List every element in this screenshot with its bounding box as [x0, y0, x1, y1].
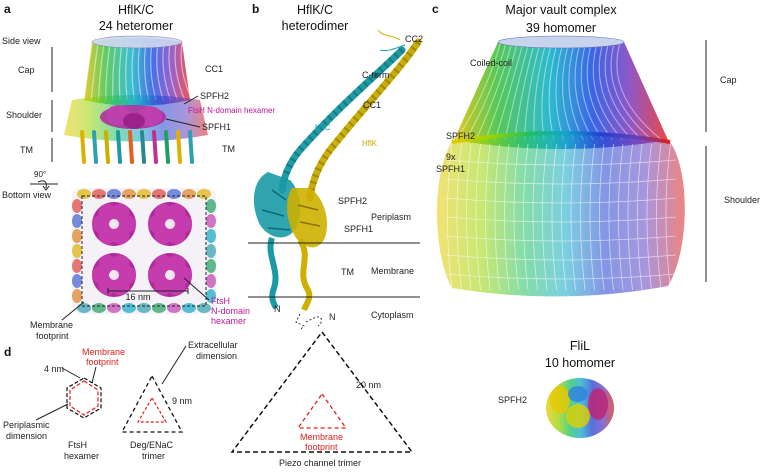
- rotation-label: 90°: [34, 170, 46, 179]
- membrane-label: Membrane: [371, 266, 414, 276]
- piezo-triangle-black: [230, 330, 414, 453]
- panel-d-letter: d: [4, 345, 11, 359]
- cytoplasm-label: Cytoplasm: [371, 310, 414, 320]
- spfh1-pointer-a: [165, 118, 201, 128]
- footprint-pointer-a: [61, 301, 85, 321]
- vault-shoulder-label: Shoulder: [724, 195, 760, 205]
- deg-size-label: 9 nm: [172, 396, 192, 406]
- bottom-view-label: Bottom view: [2, 190, 52, 200]
- shoulder-label: Shoulder: [6, 110, 42, 120]
- panel-c-letter: c: [432, 2, 439, 16]
- panel-d: d 4 nm Membrane footprint Periplasmic di…: [3, 330, 414, 468]
- ftsh-pointer-a: [183, 277, 210, 301]
- vault-cap-label: Cap: [720, 75, 737, 85]
- vault-spfh1-label-2: SPFH1: [436, 164, 465, 174]
- flil-structure: [546, 378, 614, 438]
- vault-spfh1-label-1: 9x: [446, 152, 456, 162]
- panel-b-title-1: HflK/C: [297, 3, 333, 17]
- piezo-membrane-label-1: Membrane: [300, 432, 343, 442]
- scale-label-a: 16 nm: [125, 292, 150, 302]
- panel-b-title-2: heterodimer: [282, 19, 349, 33]
- ftsh-hexamer-label-a: FtsH N-domain hexamer: [188, 106, 275, 115]
- deg-label-1: Deg/ENaC: [130, 440, 174, 450]
- ftsh-label-a-2: N-domain: [211, 306, 250, 316]
- hflkc-bottom-view: [72, 188, 216, 314]
- hflc-label: HflC: [315, 123, 331, 132]
- ftsh-label-a-1: FtsH: [211, 296, 230, 306]
- footprint-label-a-1: Membrane: [30, 320, 73, 330]
- ftsh-label-a-3: hexamer: [211, 316, 246, 326]
- cc1-label-a: CC1: [205, 64, 223, 74]
- hflkc-side-view: [64, 35, 208, 164]
- cc1-label-b: CC1: [363, 100, 381, 110]
- side-view-label: Side view: [2, 36, 41, 46]
- tm-label-b: TM: [341, 267, 354, 277]
- deg-triangle-red: [136, 396, 168, 423]
- spfh1-label-a: SPFH1: [202, 122, 231, 132]
- vault-spfh2-label: SPFH2: [446, 131, 475, 141]
- piezo-triangle-red: [296, 392, 348, 429]
- n-left-label: N: [274, 304, 281, 314]
- major-vault-structure: [437, 35, 685, 297]
- panel-b: b HflK/C heterodimer CC2: [248, 2, 423, 331]
- panel-c-title-1: Major vault complex: [505, 3, 617, 17]
- ftsh-hexagon-red: [69, 380, 99, 416]
- piezo-label: Piezo channel trimer: [279, 458, 361, 468]
- hflk-label: HflK: [362, 139, 378, 148]
- flil-spfh2-label: SPFH2: [498, 395, 527, 405]
- ftsh-d-label-2: hexamer: [64, 451, 99, 461]
- hex-size-label: 4 nm: [44, 364, 64, 374]
- ftsh-hexagon-black: [66, 377, 102, 419]
- tm-right-label: TM: [222, 144, 235, 154]
- piezo-size-label: 20 nm: [356, 380, 381, 390]
- cc2-label: CC2: [405, 34, 423, 44]
- rotation-arrow: [37, 180, 47, 189]
- extracellular-label-1: Extracellular: [188, 340, 238, 350]
- periplasmic-label-1: Periplasmic: [3, 420, 50, 430]
- ftsh-d-label-1: FtsH: [68, 440, 87, 450]
- panel-a-title-2: 24 heteromer: [99, 19, 173, 33]
- panel-b-letter: b: [252, 2, 259, 16]
- rotation-arrowhead: [42, 185, 50, 191]
- spfh2-label-b: SPFH2: [338, 196, 367, 206]
- piezo-membrane-label-2: footprint: [305, 442, 338, 452]
- spfh1-label-b: SPFH1: [344, 224, 373, 234]
- periplasm-label: Periplasm: [371, 212, 411, 222]
- extracellular-label-2: dimension: [196, 351, 237, 361]
- panel-a-letter: a: [4, 2, 11, 16]
- cap-label: Cap: [18, 65, 35, 75]
- tm-left-label: TM: [20, 145, 33, 155]
- panel-a: a HflK/C 24 heteromer Side view Cap Shou…: [2, 2, 275, 341]
- n-right-label: N: [329, 312, 336, 322]
- flil-title-2: 10 homomer: [545, 356, 615, 370]
- cterm-label: C-term: [362, 70, 390, 80]
- flil-title-1: FliL: [570, 339, 590, 353]
- membrane-footprint-d-2: footprint: [86, 357, 119, 367]
- panel-a-title-1: HflK/C: [118, 3, 154, 17]
- deg-triangle-black: [120, 374, 184, 433]
- footprint-label-a-2: footprint: [36, 331, 69, 341]
- coiled-coil-label: Coiled-coil: [470, 58, 512, 68]
- panel-c: c Major vault complex 39 homomer Coiled-…: [432, 2, 760, 438]
- membrane-footprint-d-1: Membrane: [82, 347, 125, 357]
- panel-c-title-2: 39 homomer: [526, 21, 596, 35]
- deg-label-2: trimer: [142, 451, 165, 461]
- spfh2-pointer-a: [183, 95, 199, 105]
- spfh2-label-a: SPFH2: [200, 91, 229, 101]
- hflkc-heterodimer: [253, 29, 422, 331]
- periplasmic-label-2: dimension: [6, 431, 47, 441]
